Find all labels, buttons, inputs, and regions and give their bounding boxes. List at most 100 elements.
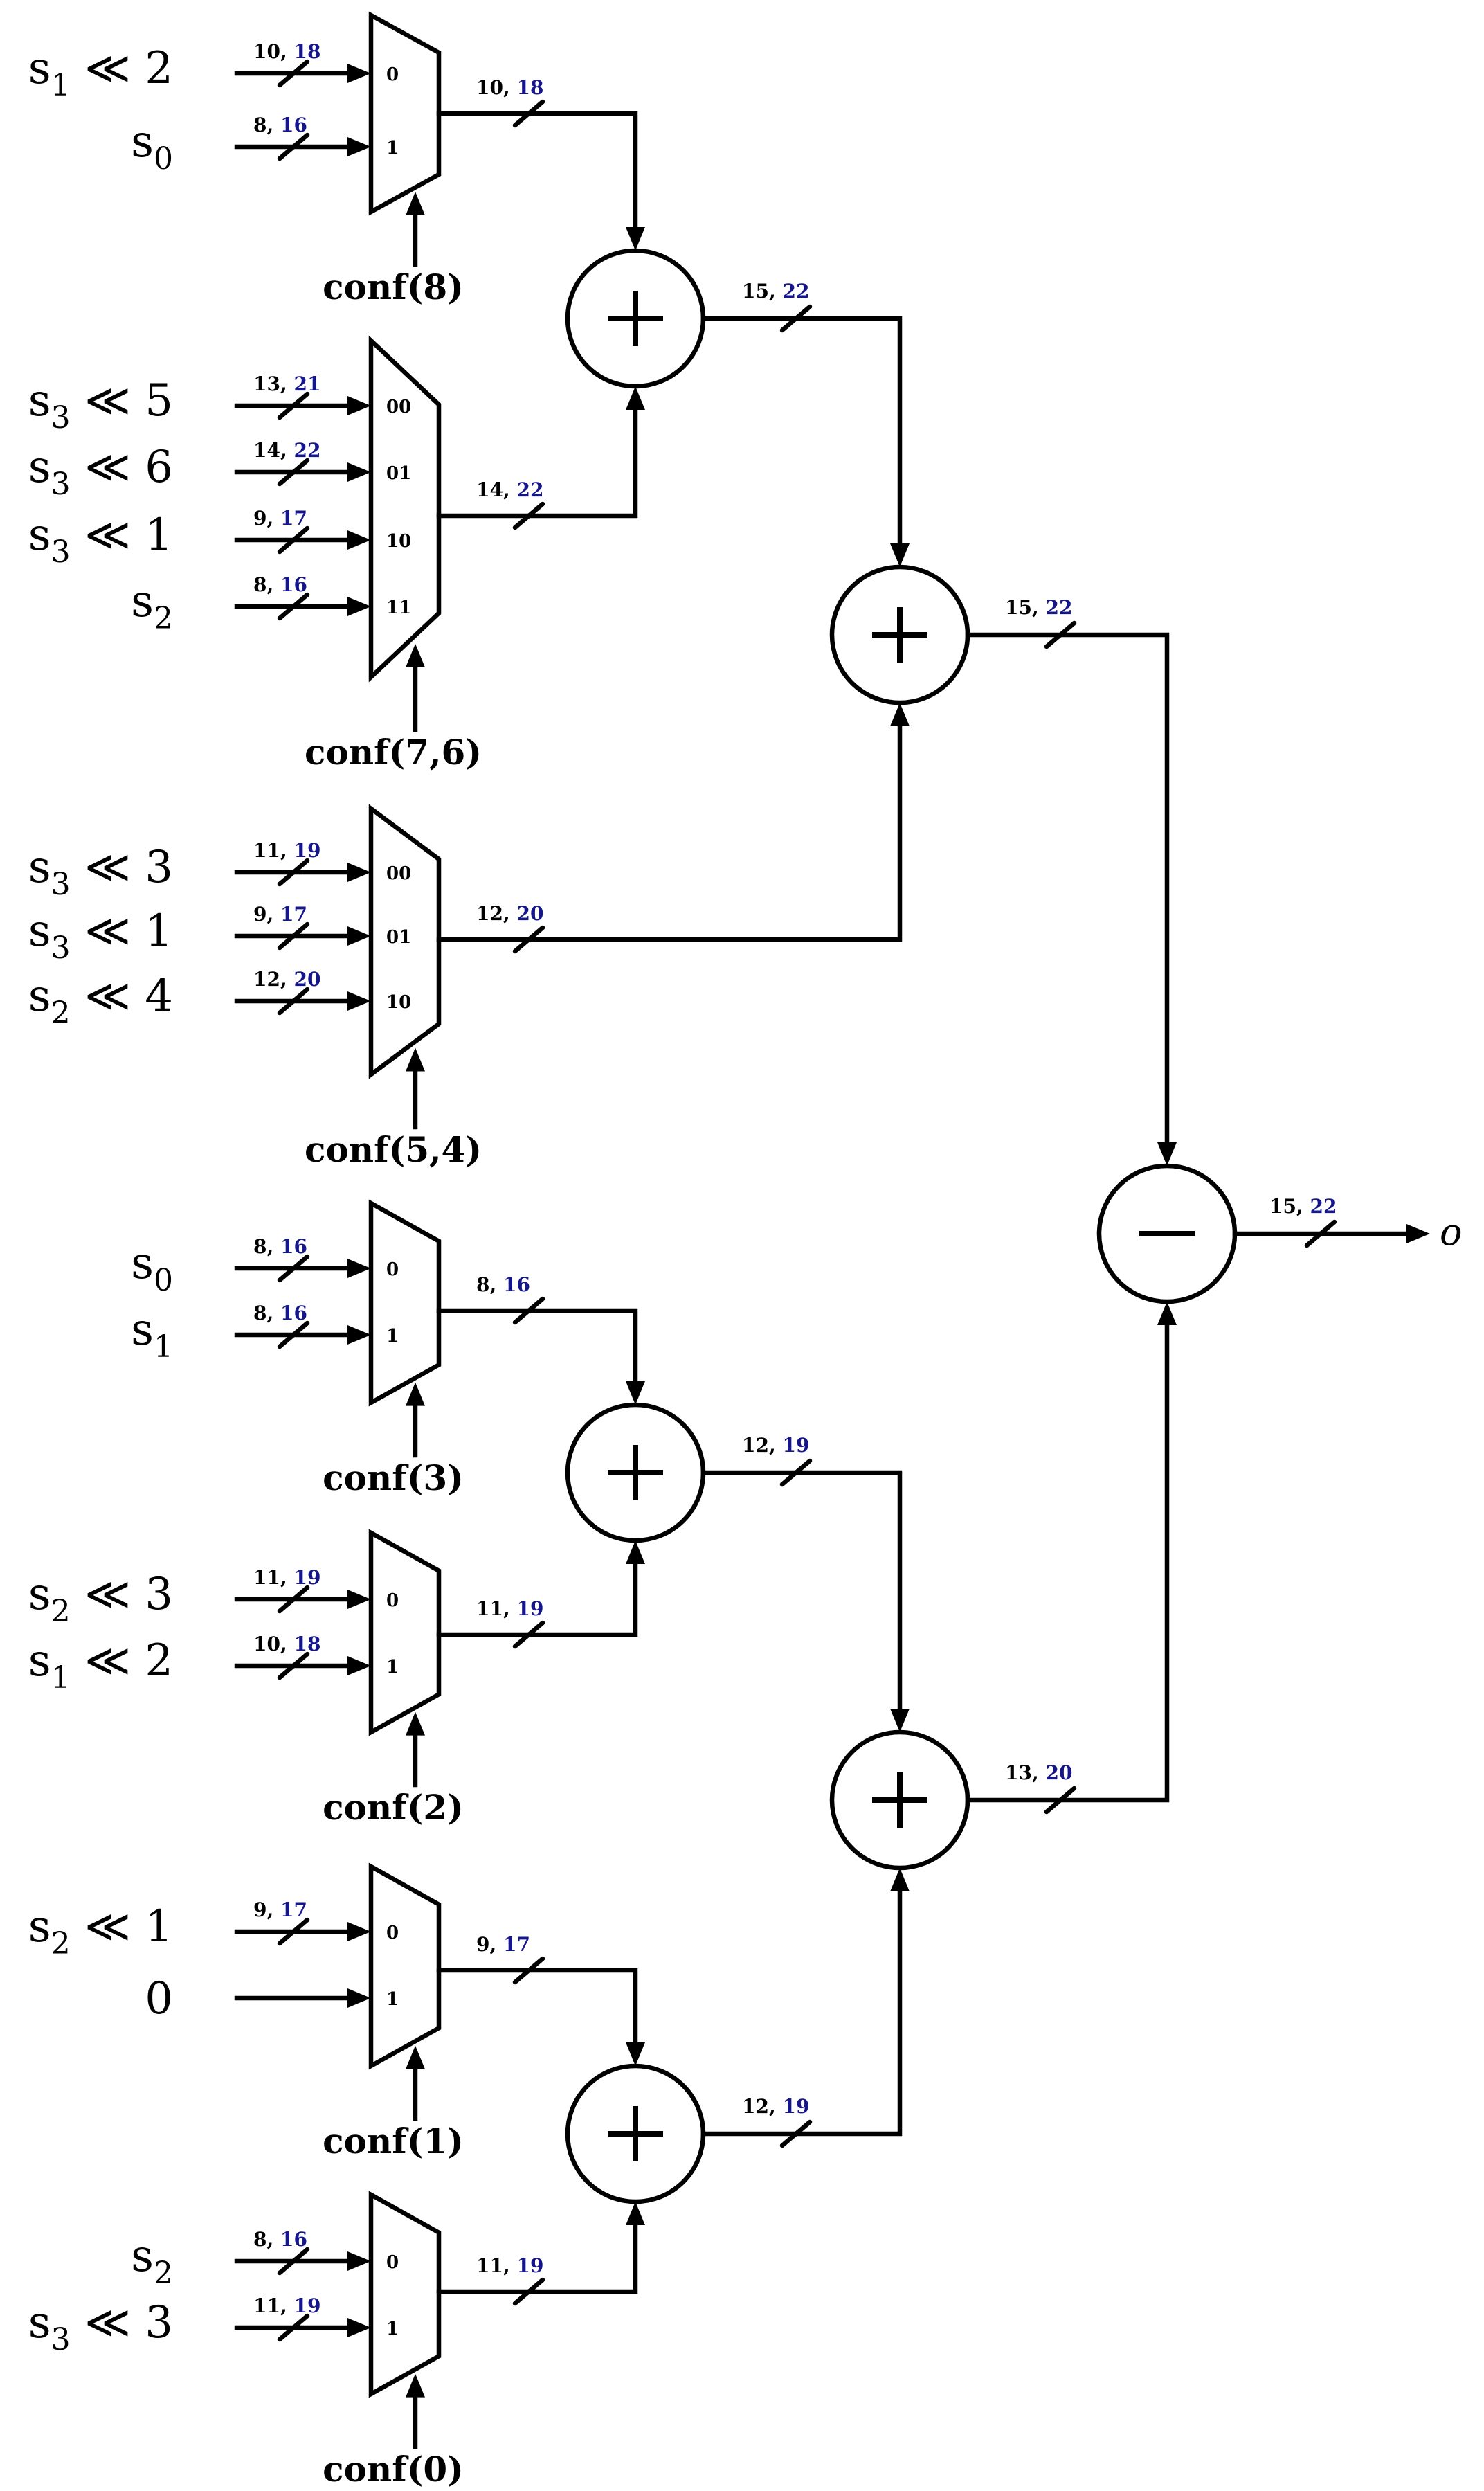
bus-width-mark bbox=[277, 59, 310, 88]
secondary-width: 20 bbox=[1045, 1761, 1072, 1784]
secondary-width: 17 bbox=[280, 1898, 307, 1921]
signal-name: s bbox=[131, 1304, 154, 1356]
signal-name: s bbox=[131, 116, 154, 168]
arrowhead bbox=[347, 64, 371, 83]
select-conf-label: conf(2) bbox=[323, 1787, 464, 1828]
mux-port-label: 0 bbox=[386, 1590, 399, 1611]
multiplexer-body bbox=[368, 11, 442, 216]
bus-width-label: 12, 19 bbox=[742, 2095, 809, 2118]
mux-port-label: 0 bbox=[386, 64, 399, 85]
shift-amount: ≪ 1 bbox=[71, 510, 173, 561]
primary-width: 11, bbox=[476, 2254, 516, 2277]
bus-width-mark bbox=[1044, 1786, 1077, 1815]
arrowhead bbox=[347, 1922, 371, 1941]
secondary-width: 17 bbox=[280, 903, 307, 926]
bus-width-mark bbox=[779, 2119, 813, 2148]
signal-index: 2 bbox=[154, 2256, 173, 2291]
primary-width: 8, bbox=[253, 114, 280, 136]
signal-name: s bbox=[28, 442, 51, 493]
bus-width-mark bbox=[277, 987, 310, 1016]
bus-width-label: 14, 22 bbox=[476, 478, 543, 501]
primary-width: 9, bbox=[253, 903, 280, 926]
secondary-width: 17 bbox=[280, 507, 307, 530]
bus-width-mark bbox=[277, 525, 310, 555]
arrowhead bbox=[626, 386, 645, 410]
arrowhead bbox=[626, 2202, 645, 2225]
arrowhead bbox=[347, 530, 371, 550]
select-conf-label: conf(5,4) bbox=[305, 1129, 482, 1170]
signal-index: 3 bbox=[51, 534, 71, 570]
input-signal-label: s2 ≪ 4 bbox=[28, 971, 173, 1031]
bus-width-mark bbox=[1304, 1219, 1337, 1248]
bus-width-mark bbox=[779, 304, 813, 333]
bus-width-mark bbox=[277, 1585, 310, 1614]
signal-index: 3 bbox=[51, 930, 71, 966]
bus-width-mark bbox=[1044, 620, 1077, 649]
bus-width-label: 11, 19 bbox=[253, 2294, 320, 2317]
bus-width-label: 11, 19 bbox=[253, 1566, 320, 1589]
shift-amount: ≪ 2 bbox=[71, 43, 173, 94]
signal-index: 0 bbox=[154, 141, 173, 177]
multiplexer-body bbox=[368, 1529, 442, 1736]
arrowhead bbox=[406, 2045, 425, 2069]
bus-width-mark bbox=[277, 132, 310, 161]
bus-width-label: 9, 17 bbox=[253, 1898, 307, 1921]
signal-name: 0 bbox=[145, 1973, 173, 2024]
bus-width-mark bbox=[512, 1956, 545, 1985]
mux-m4 bbox=[368, 1199, 442, 1407]
primary-width: 8, bbox=[253, 1235, 280, 1258]
signal-name: s bbox=[28, 971, 51, 1022]
bus-width-mark bbox=[512, 1620, 545, 1649]
shift-amount: ≪ 1 bbox=[71, 1901, 173, 1952]
bus-width-mark bbox=[277, 391, 310, 420]
primary-width: 9, bbox=[253, 1898, 280, 1921]
signal-name: s bbox=[28, 2297, 51, 2348]
bus-width-label: 8, 16 bbox=[476, 1273, 530, 1296]
primary-width: 11, bbox=[253, 1566, 293, 1589]
signal-name: s bbox=[131, 1238, 154, 1289]
signal-index: 3 bbox=[51, 2322, 71, 2357]
input-signal-label: s1 bbox=[131, 1304, 173, 1365]
mux-m2 bbox=[368, 335, 442, 683]
input-signal-label: 0 bbox=[145, 1973, 173, 2024]
mux-output-wire bbox=[436, 406, 638, 519]
bus-width-label: 15, 22 bbox=[742, 280, 809, 303]
multiplexer-body bbox=[368, 2191, 442, 2398]
mux-output-wire bbox=[436, 722, 903, 942]
shift-amount: ≪ 4 bbox=[71, 971, 173, 1022]
primary-width: 10, bbox=[476, 76, 516, 99]
mux-port-label: 1 bbox=[386, 1657, 399, 1678]
signal-index: 2 bbox=[51, 1926, 71, 1961]
mux-output-wire bbox=[436, 1308, 638, 1385]
arrowhead bbox=[890, 1868, 910, 1891]
input-signal-label: s3 ≪ 3 bbox=[28, 842, 173, 902]
signal-index: 3 bbox=[51, 867, 71, 902]
bus-width-mark bbox=[277, 458, 310, 487]
secondary-width: 16 bbox=[280, 2228, 307, 2251]
primary-width: 8, bbox=[253, 2228, 280, 2251]
bus-width-label: 14, 22 bbox=[253, 439, 320, 462]
bus-width-label: 9, 17 bbox=[253, 903, 307, 926]
signal-name: s bbox=[131, 576, 154, 627]
signal-name: s bbox=[28, 510, 51, 561]
arrowhead bbox=[347, 1325, 371, 1345]
signal-index: 0 bbox=[154, 1263, 173, 1298]
primary-width: 14, bbox=[476, 478, 516, 501]
bus-width-label: 8, 16 bbox=[253, 573, 307, 596]
primary-width: 15, bbox=[1005, 596, 1045, 619]
signal-index: 2 bbox=[51, 1594, 71, 1629]
mux-port-label: 1 bbox=[386, 1989, 399, 2010]
select-conf-label: conf(3) bbox=[323, 1457, 464, 1498]
mux-m7 bbox=[368, 2191, 442, 2398]
mux-output-wire bbox=[436, 2221, 638, 2294]
mux-output-wire bbox=[436, 1560, 638, 1637]
secondary-width: 22 bbox=[782, 280, 809, 303]
input-signal-label: s2 bbox=[131, 2231, 173, 2291]
secondary-width: 16 bbox=[280, 1302, 307, 1324]
primary-width: 9, bbox=[476, 1933, 503, 1956]
mux-port-label: 10 bbox=[386, 992, 411, 1013]
arrowhead bbox=[890, 703, 910, 726]
bus-width-label: 9, 17 bbox=[253, 507, 307, 530]
bus-width-mark bbox=[277, 1917, 310, 1946]
